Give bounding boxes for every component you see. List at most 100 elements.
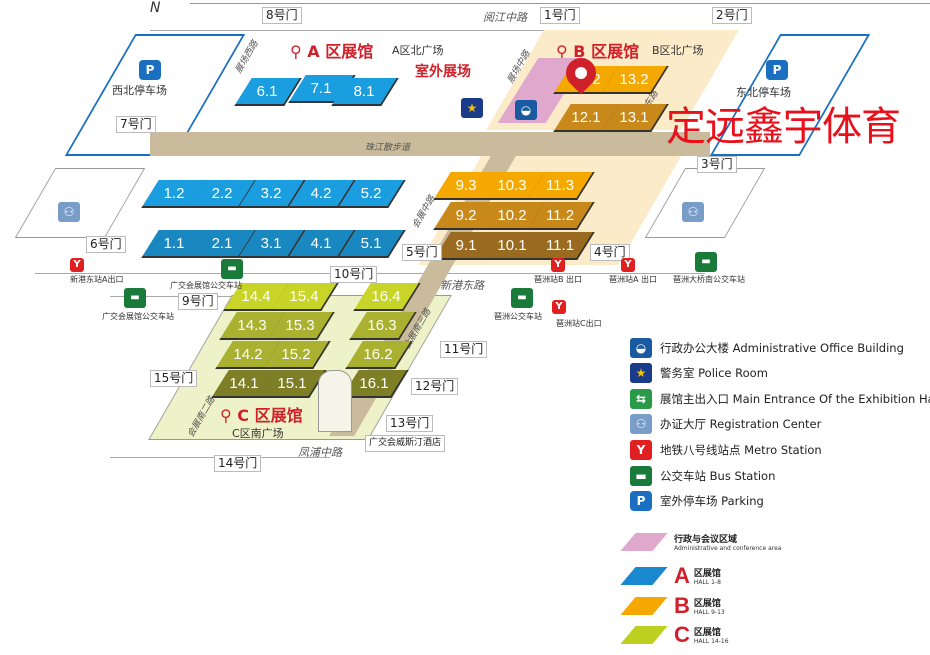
hall-label: 4.2 bbox=[310, 185, 332, 202]
gate-11[interactable]: 11号门 bbox=[440, 341, 488, 358]
station-bus-pazhou: 琶洲公交车站 bbox=[494, 312, 542, 321]
office-building-icon: ◒ bbox=[630, 338, 652, 358]
station-bus-gjh1: 广交会展馆公交车站 bbox=[170, 281, 242, 290]
hall-label: 16.4 bbox=[371, 288, 401, 305]
gate-1[interactable]: 1号门 bbox=[540, 7, 580, 24]
hall-label: 13.2 bbox=[619, 71, 649, 88]
gate-14[interactable]: 14号门 bbox=[214, 455, 262, 472]
metro-icon: Y bbox=[552, 300, 566, 314]
gate-7[interactable]: 7号门 bbox=[116, 116, 156, 133]
parking-icon: P bbox=[630, 491, 652, 511]
gate-4[interactable]: 4号门 bbox=[590, 244, 630, 261]
bus-icon: ▬ bbox=[511, 288, 533, 308]
zone-legend-sub: Administrative and conference area bbox=[674, 545, 782, 552]
hall-label: 15.4 bbox=[289, 288, 319, 305]
watermark: 定远鑫宇体育 bbox=[666, 104, 901, 150]
legend-label: 展馆主出入口 Main Entrance Of the Exhibition H… bbox=[660, 392, 930, 406]
hotel-tower bbox=[318, 370, 352, 432]
zone-c-title: ⚲ C 区展馆 bbox=[220, 402, 303, 426]
zone-c-title-text: C 区展馆 bbox=[237, 406, 303, 425]
gate-8[interactable]: 8号门 bbox=[262, 7, 302, 24]
road-north: 阅江中路 bbox=[483, 11, 527, 24]
metro-icon: Y bbox=[621, 258, 635, 272]
station-bus-gjh2: 广交会展馆公交车站 bbox=[102, 312, 174, 321]
hall-label: 11.2 bbox=[545, 207, 575, 224]
hall-5-1[interactable]: 5.1 bbox=[338, 230, 406, 258]
station-pazhou-c: 琶洲站C出口 bbox=[556, 319, 602, 328]
zone-legend-title: 区展馆 bbox=[693, 569, 721, 579]
zone-color-swatch bbox=[620, 626, 668, 644]
registration-icon: ⚇ bbox=[58, 202, 80, 222]
hall-label: 6.1 bbox=[256, 83, 278, 100]
zone-legend-sub: HALL 9-13 bbox=[693, 609, 725, 616]
outdoor-exhibition: 室外展场 bbox=[415, 64, 471, 80]
gate-9[interactable]: 9号门 bbox=[178, 293, 218, 310]
compass: N bbox=[150, 0, 160, 16]
gate-5[interactable]: 5号门 bbox=[402, 244, 442, 261]
legend-item: Y 地铁八号线站点 Metro Station bbox=[630, 440, 822, 460]
walkway-label: 珠江散步道 bbox=[365, 143, 411, 153]
gate-6[interactable]: 6号门 bbox=[86, 236, 126, 253]
hall-5-2[interactable]: 5.2 bbox=[338, 180, 406, 208]
gate-10[interactable]: 10号门 bbox=[330, 266, 378, 283]
station-pazhou-a: 琶洲站A 出口 bbox=[609, 275, 658, 284]
zone-letter: C bbox=[674, 622, 690, 647]
pin-icon: ⚲ bbox=[556, 42, 568, 61]
station-xingang-a: 新港东站A出口 bbox=[70, 275, 124, 284]
gate-12[interactable]: 12号门 bbox=[411, 378, 459, 395]
station-bus-bridge: 琶洲大桥南公交车站 bbox=[673, 275, 745, 284]
hall-label: 4.1 bbox=[310, 235, 332, 252]
compass-icon: N bbox=[150, 0, 161, 16]
hall-label: 15.1 bbox=[277, 375, 307, 392]
parking-nw-label: 西北停车场 bbox=[112, 84, 167, 97]
zone-letter: B bbox=[674, 593, 690, 618]
bus-icon: ▬ bbox=[221, 259, 243, 279]
bus-icon: ▬ bbox=[124, 288, 146, 308]
legend-item: ◒行政办公大楼 Administrative Office Building bbox=[630, 338, 904, 358]
hall-label: 11.1 bbox=[545, 237, 575, 254]
zhujiang-walkway bbox=[150, 132, 710, 156]
parking-ne-label: 东北停车场 bbox=[736, 86, 791, 99]
metro-icon: Y bbox=[551, 258, 565, 272]
parking-icon: P bbox=[139, 60, 161, 80]
police-icon: ★ bbox=[630, 363, 652, 383]
legend-label: 地铁八号线站点 Metro Station bbox=[660, 443, 822, 457]
hall-label: 16.2 bbox=[363, 346, 393, 363]
hall-label: 2.2 bbox=[211, 185, 233, 202]
bus-icon: ▬ bbox=[630, 466, 652, 486]
zone-legend-title: 区展馆 bbox=[693, 628, 721, 638]
pin-icon: ⚲ bbox=[290, 42, 302, 61]
zone-color-swatch bbox=[620, 533, 668, 551]
gate-3[interactable]: 3号门 bbox=[697, 156, 737, 173]
registration-icon: ⚇ bbox=[682, 202, 704, 222]
station-pazhou-b: 琶洲站B 出口 bbox=[534, 275, 583, 284]
zone-color-swatch bbox=[620, 597, 668, 615]
metro-icon: Y bbox=[630, 440, 652, 460]
hall-label: 16.3 bbox=[367, 317, 397, 334]
hall-8-1[interactable]: 8.1 bbox=[331, 78, 399, 106]
zone-legend-sub: HALL 14-16 bbox=[693, 638, 729, 645]
zone-a-plaza: A区北广场 bbox=[392, 44, 444, 57]
zone-b-title-text: B 区展馆 bbox=[573, 42, 640, 61]
gate-13[interactable]: 13号门 bbox=[386, 415, 434, 432]
hall-label: 15.3 bbox=[285, 317, 315, 334]
hall-label: 5.1 bbox=[360, 235, 382, 252]
gate-2[interactable]: 2号门 bbox=[712, 7, 752, 24]
pin-icon: ⚲ bbox=[220, 406, 232, 425]
legend-item: ★警务室 Police Room bbox=[630, 363, 768, 383]
zone-legend-title: 行政与会议区域 bbox=[674, 535, 738, 545]
legend-item: ⇆展馆主出入口 Main Entrance Of the Exhibition … bbox=[630, 389, 930, 409]
zone-legend-sub: HALL 1-8 bbox=[693, 579, 721, 586]
legend-label: 办证大厅 Registration Center bbox=[660, 417, 822, 431]
registration-area-w bbox=[14, 168, 146, 238]
legend-item: ⚇办证大厅 Registration Center bbox=[630, 414, 821, 434]
zone-b-title: ⚲ B 区展馆 bbox=[556, 38, 639, 62]
zone-color-swatch bbox=[620, 567, 668, 585]
gate-15[interactable]: 15号门 bbox=[150, 370, 198, 387]
zone-c-plaza: C区南广场 bbox=[232, 427, 284, 440]
